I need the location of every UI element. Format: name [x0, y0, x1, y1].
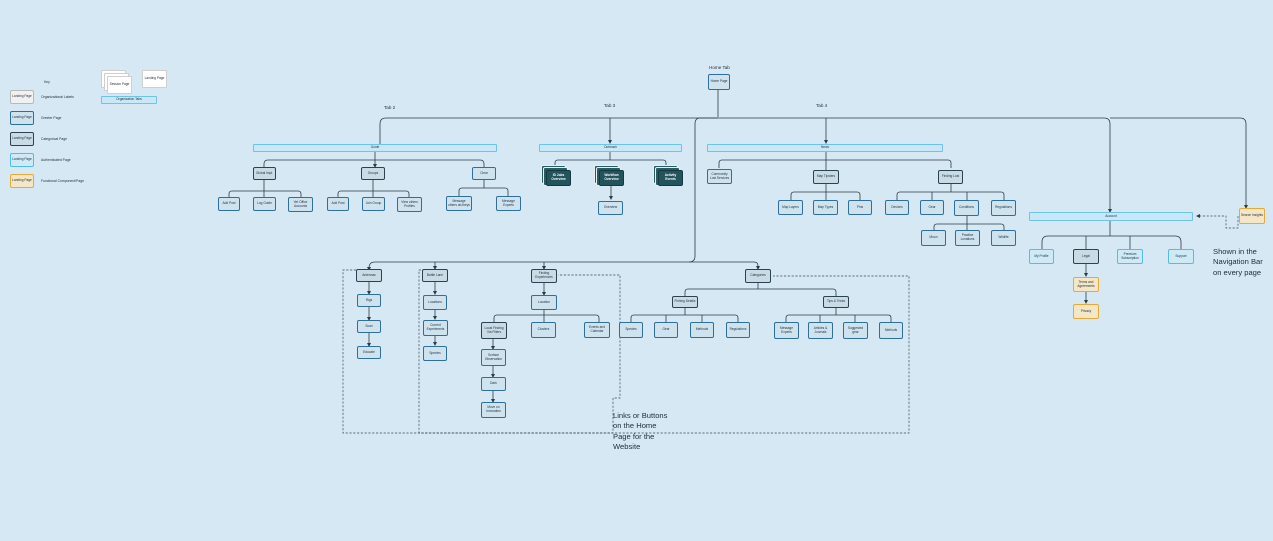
legend-swatch-greeter: Landing Page [10, 111, 34, 125]
home-move-on-innovation: Move on Innovation [481, 402, 506, 418]
group-add-post: Add Post [327, 197, 349, 211]
links-note: Links or Buttons on the Home Page for th… [613, 411, 668, 452]
home-clusters: Clusters [531, 322, 556, 338]
home-species-battle: Species [423, 346, 447, 361]
tab4-label: Tab 4 [816, 103, 828, 108]
news-pins: Pins [848, 200, 872, 215]
home-dark: Dark [481, 377, 506, 391]
home-current-experiments: Current Experiments [423, 320, 448, 336]
home-locations: Locations [423, 295, 447, 310]
home-surface-observation: Surface Observation [481, 349, 506, 366]
outreach-activity: Activity Events [658, 170, 683, 186]
home-tips-tricks: Tips & Tricks [823, 296, 849, 308]
home-location: Location [531, 295, 557, 310]
fishing-methods: Methods [690, 322, 714, 338]
legend-sample-landing: Landing Page [142, 70, 167, 88]
news-wildlife: Wildlife [991, 230, 1016, 246]
home-tab-label: Home Tab [709, 65, 730, 70]
clear-message-experts: Message Experts [496, 196, 521, 211]
legend-sample-org-tabs: Organization Tabs [101, 96, 157, 104]
outreach-workflow: Workflow Overview [599, 170, 624, 186]
legend-label-categorical: Categorical Page [41, 137, 68, 141]
news-map-types: Map Types [813, 200, 838, 215]
legend-swatch-functional: Landing Page [10, 174, 34, 188]
account-privacy: Privacy [1073, 304, 1099, 319]
outreach-id-jobs: ID Jobs Overview [546, 170, 571, 186]
legend-label-authenticated: Authenticated Page [41, 158, 71, 162]
guide-clear: Clear [472, 167, 496, 180]
news-bar: News [707, 144, 943, 152]
home-local-finding: Local Finding Via Filters [481, 322, 507, 339]
tips-suggested-gear: Suggested gear [843, 322, 868, 339]
outreach-bar: Outreach [539, 144, 682, 152]
account-legal: Legal [1073, 249, 1099, 264]
news-conditions: Conditions [954, 200, 979, 216]
tab2-label: Tab 2 [384, 105, 396, 110]
news-moon: Moon [921, 230, 946, 246]
outreach-overview: Overview [598, 201, 623, 215]
legend-sample-session: Session Page [107, 76, 132, 94]
home-antennas: Antennas [356, 269, 382, 282]
legend-label-functional: Functional Component/Page [41, 179, 84, 183]
news-gear: Gear [920, 200, 944, 215]
news-devices: Devices [885, 200, 909, 215]
news-map-layers: Map Layers [778, 200, 803, 215]
home-events-calendar: Events and Calendar [584, 322, 610, 338]
account-my-profile: My Profile [1029, 249, 1054, 264]
home-page-node: Home Page [708, 74, 730, 90]
home-categories: Categories [745, 269, 771, 283]
guide-bar: Guide [253, 144, 497, 152]
account-terms: Terms and Agreements [1073, 277, 1099, 292]
home-finding-experiences: Finding Experiences [531, 269, 557, 283]
group-view-profiles: View others Profiles [397, 197, 422, 212]
account-support: Support [1168, 249, 1194, 264]
search-insights: Search Insights [1239, 208, 1265, 224]
home-rigs: Rigs [357, 294, 381, 307]
news-map-tipsters: Map Tipsters [813, 170, 839, 184]
fishing-regulations: Regulations [726, 322, 750, 338]
home-scan: Scan [357, 320, 381, 333]
navigation-note: Shown in the Navigation Bar on every pag… [1213, 247, 1263, 277]
fishing-gear: Gear [654, 322, 678, 338]
legend-label-organizational: Organizational Labels [41, 95, 74, 99]
fishing-species: Species [619, 322, 643, 338]
clear-message-others: Message others ab.theys [446, 196, 472, 211]
home-fishing-details: Fishing Details [672, 296, 698, 308]
tips-message-experts: Message Experts [774, 322, 799, 339]
guide-add-post: Add Post [218, 197, 240, 211]
news-practice-lunations: Practice Lunations [955, 230, 980, 246]
tips-methods: Methods [879, 322, 903, 339]
news-community: Community Lost Services [707, 169, 732, 184]
guide-log-guide: Log Guide [253, 197, 276, 211]
news-regulations: Regulations [991, 200, 1016, 216]
legend-swatch-organizational: Landing Page [10, 90, 34, 104]
tips-articles-journals: Articles & Journals [808, 322, 833, 339]
account-premium: Premium Subscription [1117, 249, 1143, 264]
home-battle-lane: Battle Lane [422, 269, 448, 282]
home-educate: Educate [357, 346, 381, 359]
news-finding-lost: Finding Lost [938, 170, 963, 184]
legend-label-greeter: Greeter Page [41, 116, 62, 120]
legend-title: Key [44, 80, 50, 84]
legend-swatch-categorical: Landing Page [10, 132, 34, 146]
guide-vet-office: Vet Office Accounts [288, 197, 313, 212]
account-bar: Account [1029, 212, 1193, 221]
group-join: Join Group [362, 197, 385, 211]
guide-global-impl: Global Impl. [253, 167, 276, 180]
guide-groups: Groups [361, 167, 385, 180]
tab3-label: Tab 3 [604, 103, 616, 108]
legend-swatch-authenticated: Landing Page [10, 153, 34, 167]
